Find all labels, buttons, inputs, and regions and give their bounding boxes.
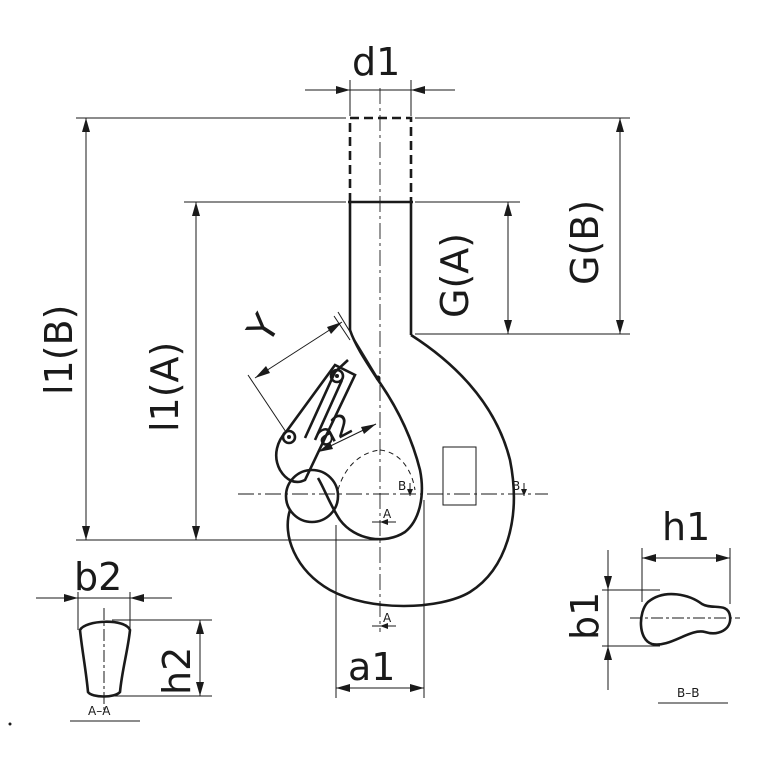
hook-body bbox=[286, 329, 516, 608]
label-section-B-B: B–B bbox=[677, 686, 699, 700]
label-h2: h2 bbox=[155, 647, 199, 695]
label-b1: b1 bbox=[563, 592, 607, 640]
label-a1: a1 bbox=[348, 645, 395, 689]
label-Y: Y bbox=[238, 306, 289, 351]
dim-a1: a1 bbox=[335, 500, 425, 698]
dim-l1-B: l1(B) bbox=[37, 117, 378, 541]
dim-G-A: G(A) bbox=[415, 201, 520, 335]
label-h1: h1 bbox=[662, 505, 710, 549]
label-l1-A: l1(A) bbox=[143, 342, 187, 432]
section-markers: B B A A bbox=[372, 479, 527, 629]
label-section-A-A: A–A bbox=[88, 704, 111, 718]
label-l1-B: l1(B) bbox=[37, 305, 81, 395]
label-G-B: G(B) bbox=[563, 200, 607, 285]
section-window bbox=[442, 446, 477, 506]
label-d1: d1 bbox=[352, 40, 400, 84]
dim-G-B: G(B) bbox=[415, 117, 630, 335]
section-A-A: b2 h2 A–A bbox=[36, 555, 212, 722]
shank bbox=[348, 116, 413, 335]
marker-A-upper: A bbox=[383, 507, 392, 521]
label-G-A: G(A) bbox=[433, 233, 477, 318]
stray-dot bbox=[8, 722, 12, 726]
marker-B-right: B bbox=[512, 479, 520, 493]
load-pin bbox=[284, 449, 416, 524]
marker-A-lower: A bbox=[383, 611, 392, 625]
section-B-B: h1 b1 B–B bbox=[563, 505, 740, 704]
dim-l1-A: l1(A) bbox=[143, 201, 346, 540]
center-lines bbox=[238, 88, 548, 632]
dim-d1: d1 bbox=[305, 40, 455, 116]
label-b2: b2 bbox=[74, 555, 122, 599]
marker-B-left: B bbox=[398, 479, 406, 493]
safety-latch bbox=[274, 359, 381, 484]
